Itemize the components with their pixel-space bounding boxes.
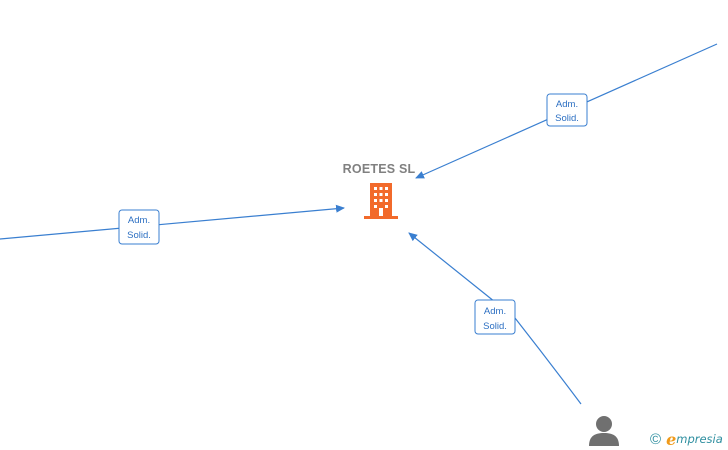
edge-label-line1: Adm. [484,306,506,317]
edge-top-right[interactable]: Adm. Solid. [415,43,718,179]
edge-left[interactable]: Adm. Solid. [0,204,345,245]
edge-label-line2: Solid. [127,230,151,241]
copyright-symbol: © [650,430,662,448]
edge-label-top-right[interactable]: Adm. Solid. [546,93,588,127]
edge-label-line1: Adm. [556,99,578,110]
empresia-logo: © e mpresia [650,429,723,449]
brand-initial: e [666,429,677,449]
company-name[interactable]: ROETES SL [342,162,416,176]
building-icon[interactable] [364,183,398,219]
edge-bottom-right[interactable]: Adm. Solid. [408,232,582,405]
brand-name: mpresia [676,432,723,446]
edge-label-bottom-right[interactable]: Adm. Solid. [474,299,516,335]
edge-label-line2: Solid. [483,321,507,332]
edge-label-line1: Adm. [128,215,150,226]
edge-label-line2: Solid. [555,113,579,124]
edge-label-left[interactable]: Adm. Solid. [118,209,160,245]
person-icon[interactable] [587,414,621,448]
